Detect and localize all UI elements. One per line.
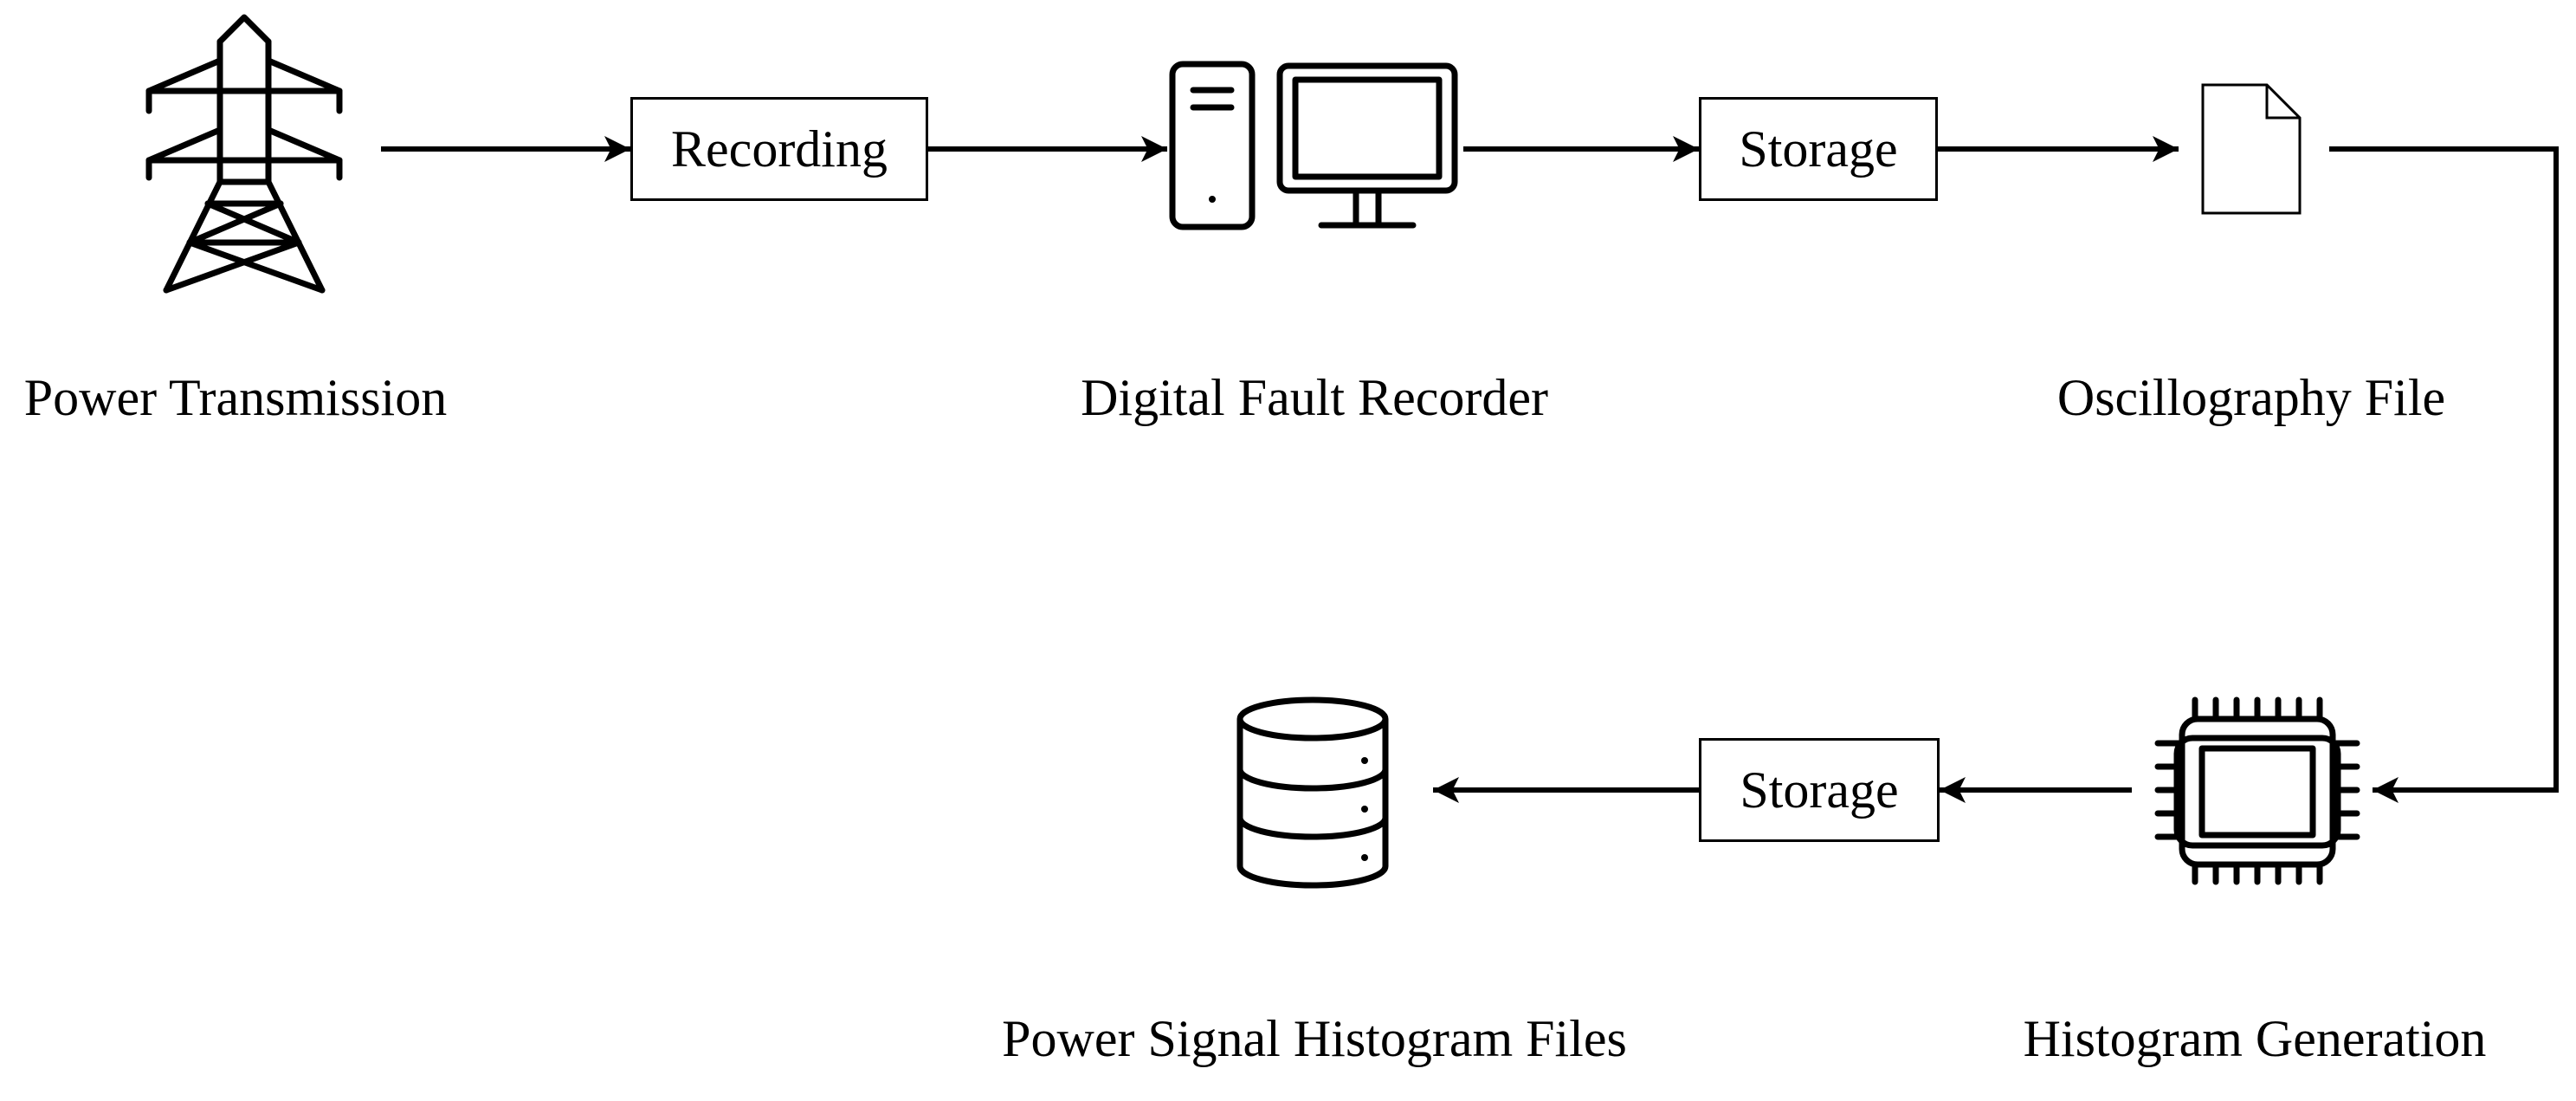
power-transmission-caption: Power Transmission xyxy=(23,369,448,426)
processor-chip-icon xyxy=(2154,696,2360,885)
recording-label: Recording xyxy=(671,120,888,178)
transmission-tower-icon xyxy=(145,14,343,294)
storage-box-top: Storage xyxy=(1699,97,1938,201)
file-icon xyxy=(2201,83,2302,215)
connectors xyxy=(381,136,2559,803)
arrow-file-to-histogram xyxy=(2329,146,2559,803)
oscillography-file-caption: Oscillography File xyxy=(2056,369,2446,426)
database-icon xyxy=(1236,696,1389,889)
storage-box-bottom: Storage xyxy=(1699,738,1940,842)
histogram-generation-caption: Histogram Generation xyxy=(2023,1010,2487,1067)
digital-fault-recorder-caption: Digital Fault Recorder xyxy=(1081,369,1548,426)
storage-label-top: Storage xyxy=(1739,120,1898,178)
power-signal-histogram-files-caption: Power Signal Histogram Files xyxy=(1002,1010,1627,1067)
storage-label-bottom: Storage xyxy=(1740,761,1899,819)
recording-box: Recording xyxy=(630,97,928,201)
computer-icon xyxy=(1169,61,1458,230)
